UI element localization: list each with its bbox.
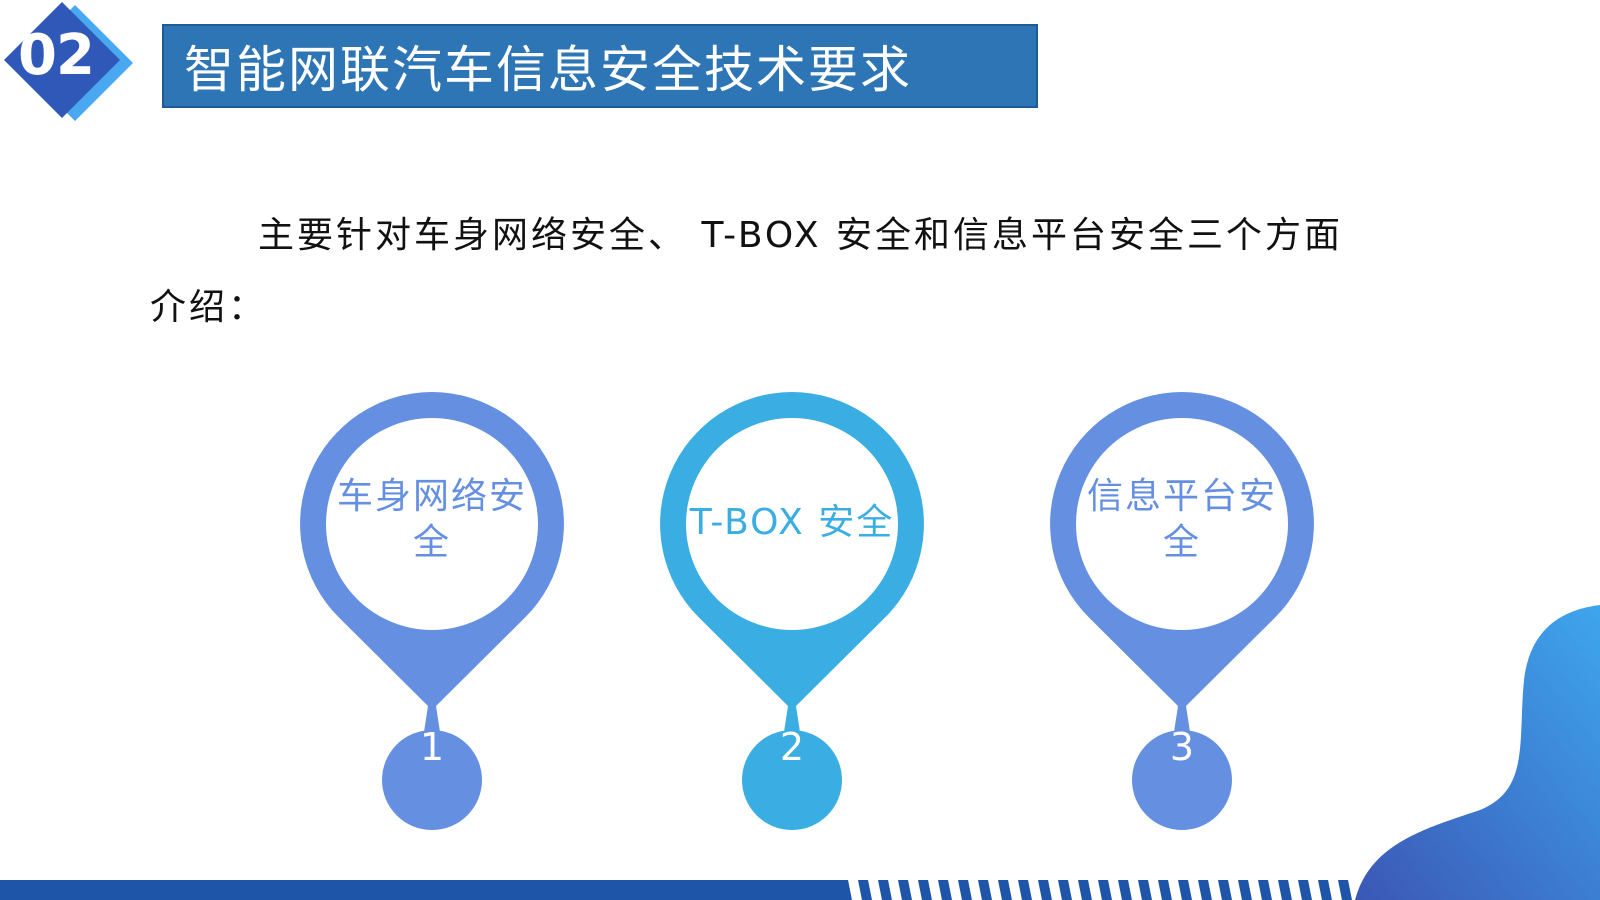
pin-tbox-security: T-BOX 安全 2 [660,392,924,832]
page-title: 智能网联汽车信息安全技术要求 [184,41,912,99]
pin-label: 车身网络安全 [336,476,527,563]
section-number: 02 [18,23,95,88]
pin-body-network-security: 车身网络安全 1 [300,392,564,832]
pin-number: 1 [419,725,445,769]
title-bar: 智能网联汽车信息安全技术要求 [162,24,1038,108]
pin-number: 2 [779,725,805,769]
pin-label: 信息平台安全 [1086,476,1277,563]
pin-number: 3 [1169,725,1195,769]
pin-platform-security: 信息平台安全 3 [1050,392,1314,832]
intro-paragraph: 主要针对车身网络安全、 T-BOX 安全和信息平台安全三个方面介绍： [150,215,1344,328]
section-badge: 02 [0,0,140,130]
pin-label: T-BOX 安全 [689,502,895,543]
